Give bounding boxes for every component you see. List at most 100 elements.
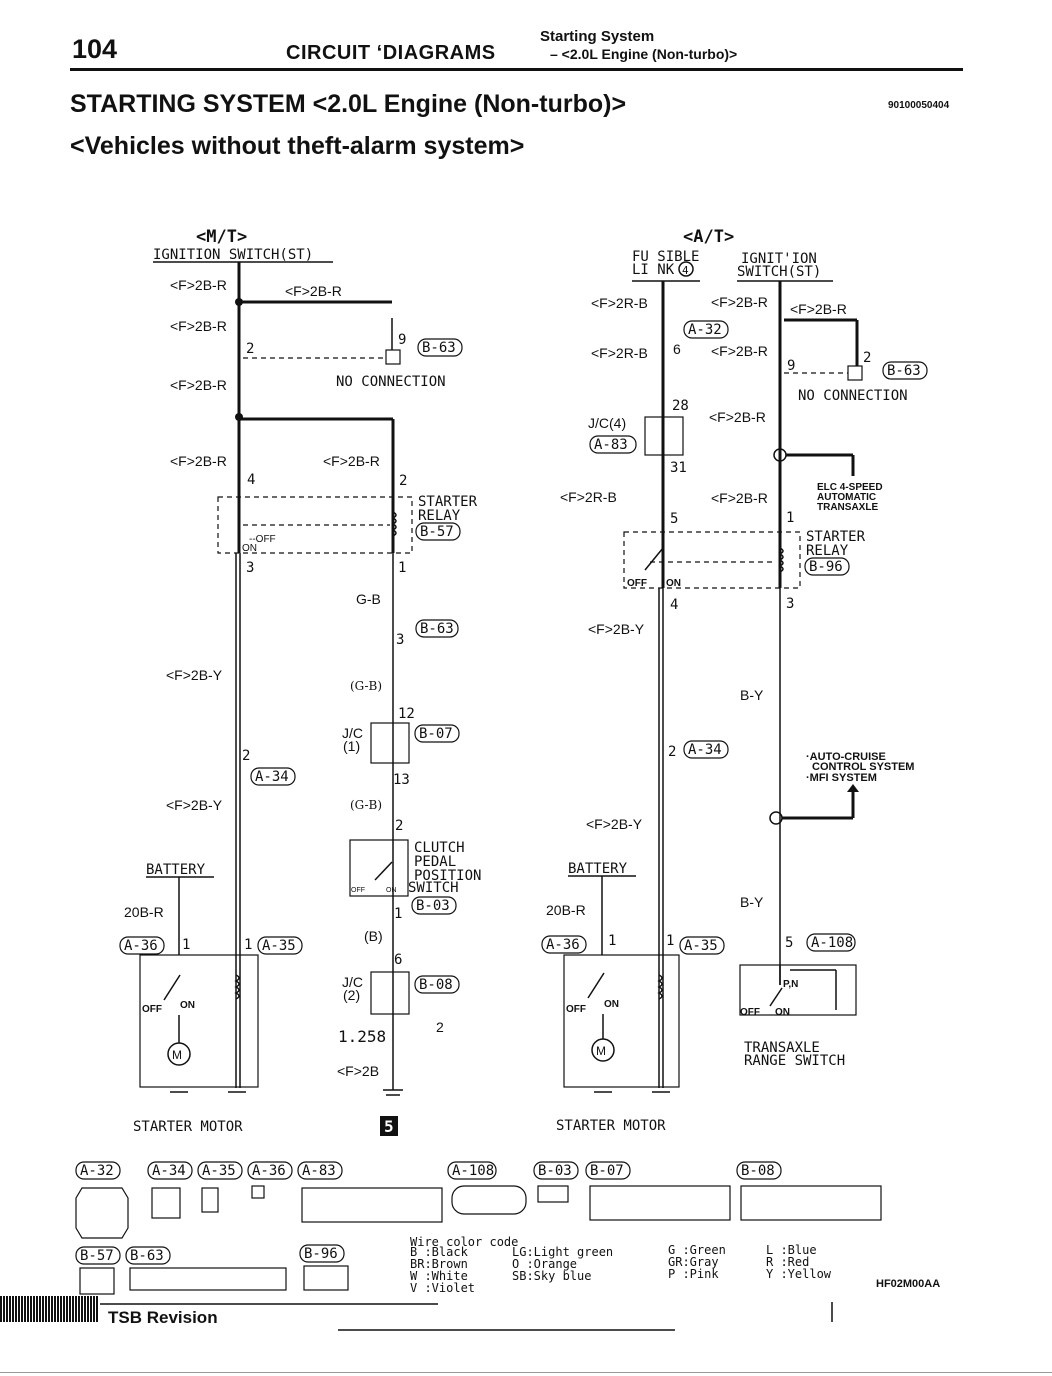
at-connector-tag-a36 [541, 935, 587, 954]
at-pin: 2 [863, 350, 871, 366]
mt-jc1-label: J/C [342, 725, 363, 741]
at-range-blade [769, 987, 783, 1007]
at-wire-label: <F>2B-R [711, 490, 768, 506]
at-wire-label: <F>2B-R [790, 301, 847, 317]
at-range-on-label: ON [775, 1007, 790, 1018]
connector-face-b96 [303, 1265, 349, 1291]
mt-heading: <M/T> [196, 227, 247, 247]
legend-tag-a35 [197, 1161, 243, 1180]
at-fusible-number-ring [678, 261, 694, 277]
mt-clutch-label: CLUTCH [414, 840, 465, 856]
mt-connector-id: B-03 [416, 898, 450, 914]
figure-code: HF02M00AA [876, 1278, 941, 1290]
legend-tag-a36 [247, 1161, 293, 1180]
legend-id: B-03 [538, 1163, 572, 1179]
mt-clutch-off-label: OFF [351, 887, 365, 894]
at-connector-tag-b96 [804, 557, 850, 576]
at-pin: 4 [670, 597, 678, 613]
wire-color-entry: L :Blue [766, 1243, 817, 1257]
connector-face-a36 [251, 1185, 265, 1199]
mt-connector-tag-a34 [250, 767, 296, 786]
mt-jc2-box [370, 971, 410, 1015]
at-motor-coil [657, 974, 663, 1000]
mt-motor-on-label: ON [180, 1000, 195, 1011]
mt-wire-label: (G-B) [350, 679, 382, 693]
at-range-pn-label: P,N [783, 979, 798, 990]
mt-wire-label: <F>2B-R [170, 377, 227, 393]
at-transaxle-label: TRANSAXLE [744, 1040, 820, 1056]
mt-jc2-label: (2) [343, 987, 360, 1003]
mt-pin: 2 [395, 818, 403, 834]
at-auto-label: ·AUTO-CRUISE [806, 751, 886, 763]
subsection-title: Starting System [540, 28, 655, 45]
mt-clutch-switch-blade [374, 861, 393, 881]
at-pin: 1 [786, 510, 794, 526]
at-wire-label: B-Y [740, 894, 764, 910]
at-wire-label: <F>2B-R [711, 343, 768, 359]
at-motor-off-label: OFF [566, 1004, 586, 1015]
legend-id: B-08 [741, 1163, 775, 1179]
mt-ground-ref-box [380, 1116, 398, 1136]
mt-clutch-label: SWITCH [408, 880, 459, 896]
mt-connector-tag-b63 [417, 338, 463, 357]
mt-junction-1 [235, 298, 243, 306]
mt-wire-size: 1.258 [338, 1027, 386, 1046]
connector-face-a34 [151, 1187, 181, 1219]
mt-wire-label: G-B [356, 591, 381, 607]
section-title: CIRCUIT ‘DIAGRAMS [286, 42, 496, 64]
mt-wire-label: <F>2B [337, 1063, 379, 1079]
at-pin: 6 [673, 341, 681, 357]
legend-id: B-07 [590, 1163, 624, 1179]
wire-color-entry: R :Red [766, 1255, 809, 1269]
legend-tag-a83 [297, 1161, 343, 1180]
legend-id: A-36 [252, 1163, 286, 1179]
at-pin: 5 [785, 935, 793, 951]
at-fusible-label: FU SIBLE [632, 249, 699, 265]
mt-starter-relay-label: RELAY [418, 508, 461, 524]
mt-starter-relay-box [217, 496, 413, 554]
mt-connector-id: A-36 [124, 938, 158, 954]
mt-connector-tag-b57 [415, 522, 461, 541]
mt-wire-label: <F>2B-R [323, 453, 380, 469]
at-jc4-box [644, 416, 684, 456]
at-motor-switch [587, 972, 605, 999]
tsb-revision: TSB Revision [108, 1308, 218, 1327]
at-connector-tag-a83 [589, 435, 637, 454]
at-connector-id: A-34 [688, 742, 722, 758]
mt-connector-tag-a36 [119, 936, 165, 955]
legend-tag-a108 [447, 1161, 497, 1180]
legend-tag-b07 [585, 1161, 631, 1180]
mt-clutch-label: PEDAL [414, 854, 456, 870]
wire-color-title: Wire color code [410, 1235, 518, 1249]
at-relay-on-label: ON [666, 578, 681, 589]
mt-wire-label: (B) [364, 928, 383, 944]
header-rule [70, 68, 963, 71]
at-connector-id: A-32 [688, 322, 722, 338]
mt-starter-relay-label: STARTER [418, 494, 478, 510]
page-title: STARTING SYSTEM <2.0L Engine (Non-turbo)… [70, 90, 627, 118]
at-elc-label: ELC 4-SPEED [817, 482, 883, 493]
wire-color-entry: LG:Light green [512, 1245, 613, 1259]
legend-tag-b08 [736, 1161, 782, 1180]
at-ignition-label: SWITCH(ST) [737, 264, 821, 280]
at-wire-label: <F>2B-R [711, 294, 768, 310]
wire-color-entry: GR:Gray [668, 1255, 719, 1269]
at-relay-off-label: OFF [627, 578, 647, 589]
legend-tag-a32 [75, 1161, 121, 1180]
at-wire-label: B-Y [740, 687, 764, 703]
legend-tag-b03 [533, 1161, 579, 1180]
page-number: 104 [72, 34, 118, 64]
mt-connector-id: B-07 [419, 726, 453, 742]
at-auto-label: ·MFI SYSTEM [806, 772, 877, 784]
mt-relay-off-label: --OFF [249, 534, 276, 545]
connector-face-b07 [589, 1185, 731, 1221]
mt-nc-connector [385, 349, 401, 365]
at-motor-on-label: ON [604, 999, 619, 1010]
mt-starter-motor-label: STARTER MOTOR [133, 1119, 243, 1135]
mt-pin: 2 [242, 748, 250, 764]
connector-face-a32 [75, 1187, 129, 1239]
at-connector-tag-b63 [882, 361, 928, 380]
mt-clutch-label: POSITION [414, 868, 481, 884]
at-starter-relay-label: RELAY [806, 543, 849, 559]
connector-legend: A-32 A-34 A-35 A-36 A-83 A-108 B-03 B-07… [75, 1161, 882, 1295]
